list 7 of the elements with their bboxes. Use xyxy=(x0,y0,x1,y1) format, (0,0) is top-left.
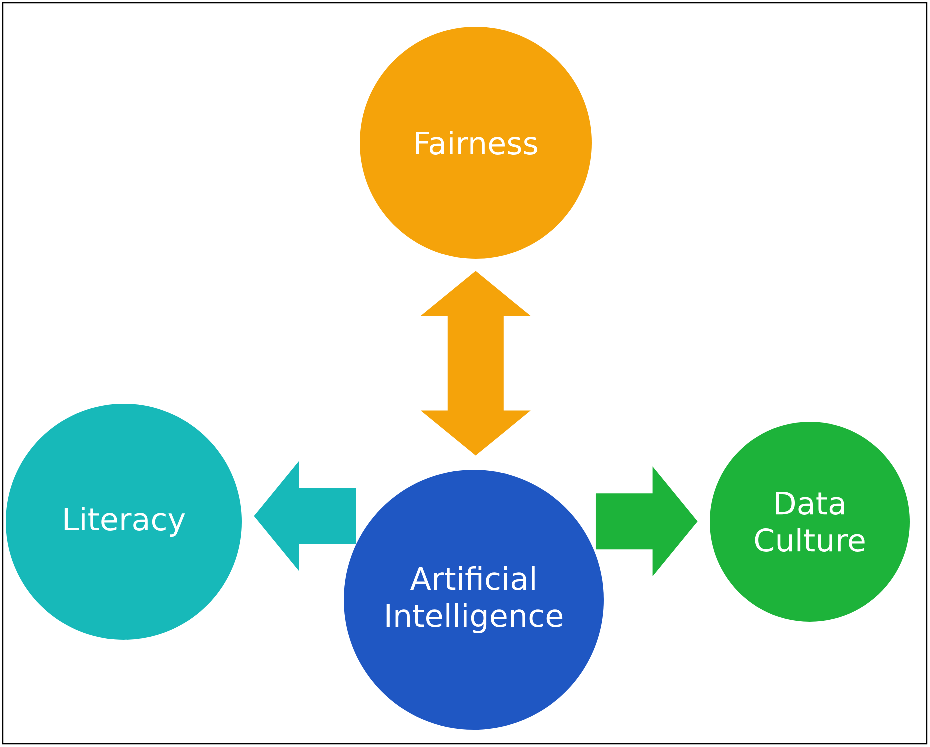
circle-node: Literacy xyxy=(6,404,242,640)
block-arrow xyxy=(596,466,698,577)
circle-node: Artificial Intelligence xyxy=(344,470,604,730)
circle-node: Data Culture xyxy=(710,422,910,622)
circle-node: Fairness xyxy=(360,27,592,259)
block-arrow xyxy=(420,271,531,456)
block-arrow xyxy=(254,461,356,572)
